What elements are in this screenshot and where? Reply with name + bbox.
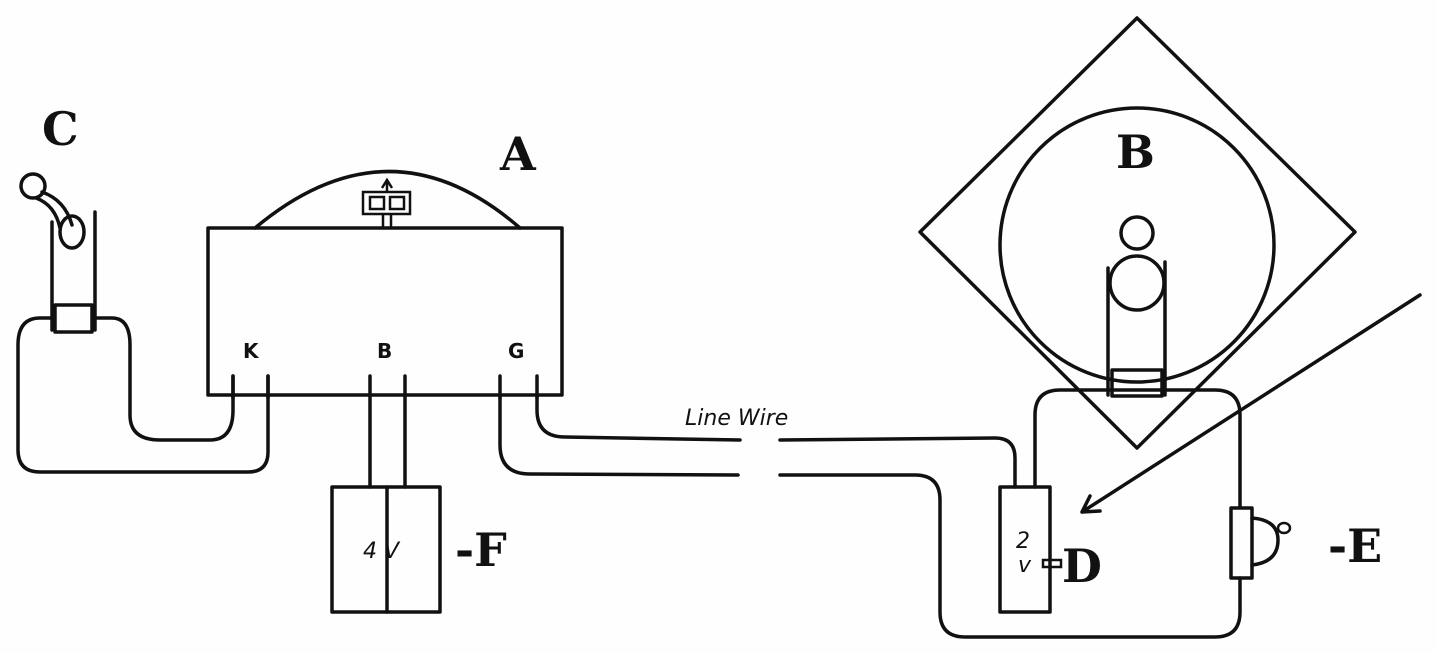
line-wire-upper (535, 396, 1017, 489)
label-d: D (1062, 539, 1102, 593)
switch-wire-outer (16, 316, 270, 474)
switch-wire-inner (93, 316, 235, 442)
label-b: B (1116, 125, 1155, 179)
label-c: C (42, 102, 79, 156)
cell-d (998, 485, 1063, 614)
ground-wire (498, 396, 1242, 639)
cell-voltage-number: 2 (1016, 529, 1030, 554)
line-wire-label: Line Wire (685, 406, 788, 431)
instrument-a (206, 169, 564, 489)
terminal-k: K (243, 339, 260, 363)
label-e: -E (1328, 519, 1382, 573)
local-wire (1033, 388, 1242, 509)
label-a: A (499, 127, 537, 181)
switch-c (19, 172, 97, 334)
battery-voltage: 4 V (363, 539, 401, 564)
terminal-b: B (377, 339, 392, 363)
bell-e (1229, 506, 1292, 580)
sounder-b (918, 16, 1357, 450)
pointer-arrow (1080, 293, 1422, 514)
terminal-g: G (508, 339, 524, 363)
cell-voltage-unit: v (1018, 553, 1032, 578)
battery-f (330, 485, 442, 614)
label-f: -F (455, 523, 507, 577)
